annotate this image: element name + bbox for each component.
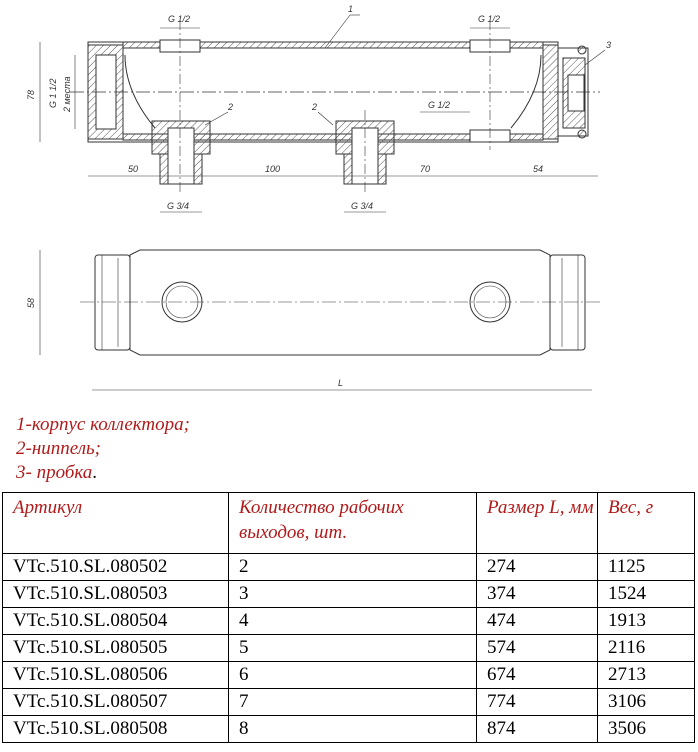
cell-size: 274 xyxy=(476,553,598,581)
cell-weight: 2713 xyxy=(597,661,695,689)
dim-side-places: 2 места xyxy=(62,77,72,113)
legend-item-nipple: 2-ниппель; xyxy=(16,438,101,459)
table-row: VTc.510.SL.080504 4 474 1913 xyxy=(2,607,695,635)
cell-weight: 1913 xyxy=(597,607,695,635)
dim-top-g-left: G 1/2 xyxy=(168,14,190,24)
legend-item-plug: 3- пробка. xyxy=(16,462,98,483)
cell-weight: 1125 xyxy=(597,553,695,581)
header-article: Артикул xyxy=(2,492,229,554)
table-row: VTc.510.SL.080503 3 374 1524 xyxy=(2,580,695,608)
cell-article: VTc.510.SL.080507 xyxy=(2,688,229,716)
cell-article: VTc.510.SL.080503 xyxy=(2,580,229,608)
cell-weight: 3506 xyxy=(597,715,695,743)
leader-2b: 2 xyxy=(311,102,317,112)
leader-3: 3 xyxy=(606,40,611,50)
cell-size: 574 xyxy=(476,634,598,662)
header-outputs: Количество рабочих выходов, шт. xyxy=(228,492,477,554)
cell-outputs: 6 xyxy=(228,661,477,689)
cell-weight: 2116 xyxy=(597,634,695,662)
cell-article: VTc.510.SL.080506 xyxy=(2,661,229,689)
cell-weight: 3106 xyxy=(597,688,695,716)
legend-item-body: 1-корпус коллектора; xyxy=(16,414,190,435)
dim-height-78: 78 xyxy=(26,90,36,100)
dim-bottom-g-left: G 3/4 xyxy=(167,201,189,211)
cell-article: VTc.510.SL.080505 xyxy=(2,634,229,662)
technical-drawing: G 1/2 G 1/2 1 2 2 3 G 1/2 78 G 1 1/2 2 м… xyxy=(26,4,611,391)
cell-article: VTc.510.SL.080502 xyxy=(2,553,229,581)
cell-outputs: 7 xyxy=(228,688,477,716)
header-weight: Вес, г xyxy=(597,492,695,554)
header-size: Размер L, мм xyxy=(476,492,598,554)
dim-54: 54 xyxy=(533,164,543,174)
dim-70: 70 xyxy=(420,164,430,174)
spec-table: Артикул Количество рабочих выходов, шт. … xyxy=(2,492,695,743)
cell-outputs: 2 xyxy=(228,553,477,581)
table-header-row: Артикул Количество рабочих выходов, шт. … xyxy=(2,492,695,554)
cell-article: VTc.510.SL.080508 xyxy=(2,715,229,743)
table-row: VTc.510.SL.080508 8 874 3506 xyxy=(2,715,695,743)
cell-size: 874 xyxy=(476,715,598,743)
cell-weight: 1524 xyxy=(597,580,695,608)
side-view xyxy=(39,249,600,391)
parts-legend: 1-корпус коллектора; 2-ниппель; 3- пробк… xyxy=(16,413,190,485)
leader-2a: 2 xyxy=(227,102,233,112)
dim-top-g-right: G 1/2 xyxy=(478,14,500,24)
cell-outputs: 5 xyxy=(228,634,477,662)
cell-outputs: 4 xyxy=(228,607,477,635)
dim-50: 50 xyxy=(128,164,138,174)
cell-outputs: 8 xyxy=(228,715,477,743)
dim-bottom-g-right: G 3/4 xyxy=(351,201,373,211)
table-row: VTc.510.SL.080506 6 674 2713 xyxy=(2,661,695,689)
cell-size: 374 xyxy=(476,580,598,608)
cell-size: 474 xyxy=(476,607,598,635)
dim-length-l: L xyxy=(338,378,343,388)
dim-100: 100 xyxy=(265,164,280,174)
dim-side-g: G 1 1/2 xyxy=(48,78,58,108)
table-row: VTc.510.SL.080507 7 774 3106 xyxy=(2,688,695,716)
dim-height-58: 58 xyxy=(26,298,36,308)
table-row: VTc.510.SL.080505 5 574 2116 xyxy=(2,634,695,662)
cell-outputs: 3 xyxy=(228,580,477,608)
cell-article: VTc.510.SL.080504 xyxy=(2,607,229,635)
dim-mid-g: G 1/2 xyxy=(428,100,450,110)
leader-1: 1 xyxy=(348,4,353,14)
cell-size: 774 xyxy=(476,688,598,716)
section-view xyxy=(39,14,606,213)
table-row: VTc.510.SL.080502 2 274 1125 xyxy=(2,553,695,581)
cell-size: 674 xyxy=(476,661,598,689)
